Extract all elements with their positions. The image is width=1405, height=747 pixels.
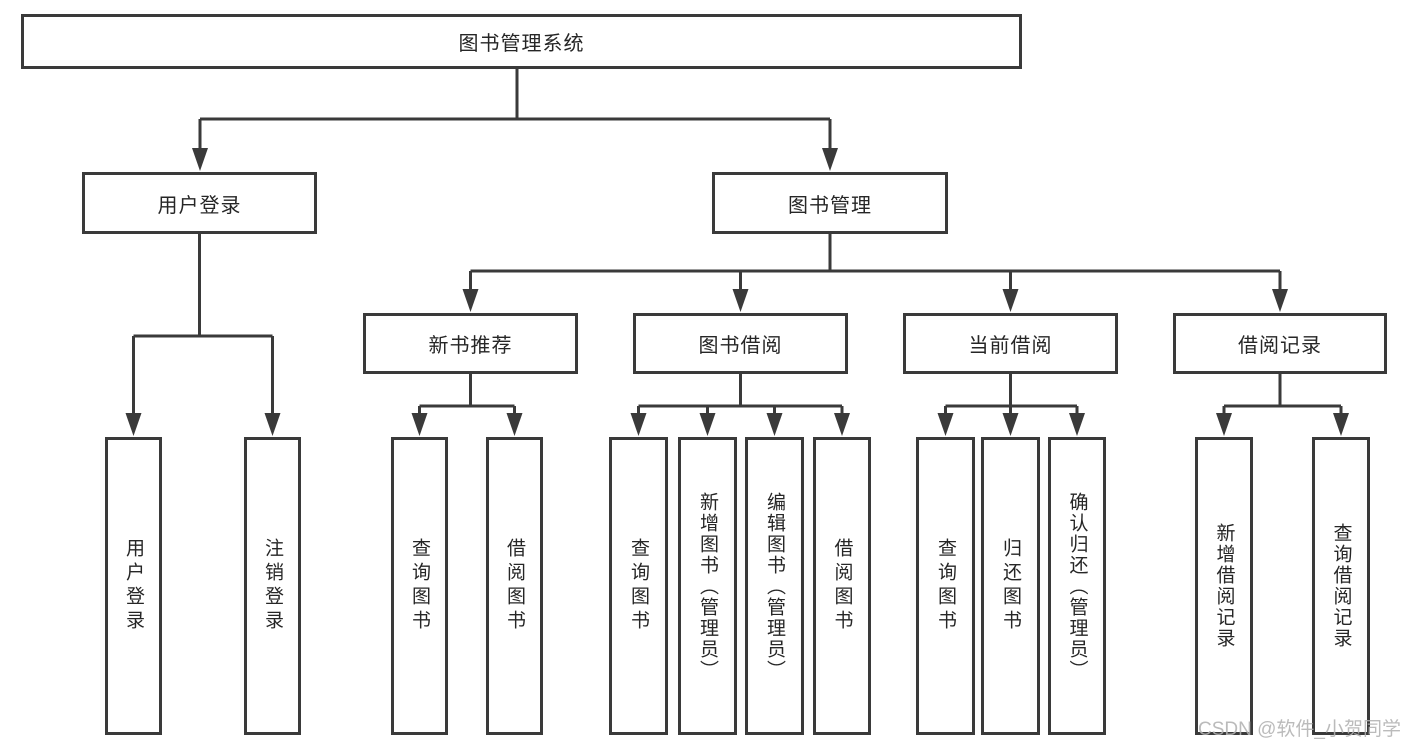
edge-current-borrow-branch	[944, 374, 1079, 414]
node-user-login: 用户登录	[82, 172, 317, 234]
node-borrow-records: 借阅记录	[1173, 313, 1387, 374]
leaf-add-book-admin: 新增图书（管理员）	[678, 437, 737, 735]
leaf-borrow-book-recommend: 借阅图书	[486, 437, 543, 735]
leaf-query-borrow-record: 查询借阅记录	[1312, 437, 1370, 735]
edge-book-mgmt-branch	[469, 234, 1282, 290]
leaf-user-login: 用户登录	[105, 437, 162, 735]
node-current-borrow: 当前借阅	[903, 313, 1118, 374]
leaf-query-book-borrow: 查询图书	[609, 437, 668, 735]
leaf-return-book: 归还图书	[981, 437, 1040, 735]
node-book-borrow: 图书借阅	[633, 313, 848, 374]
leaf-query-book-recommend: 查询图书	[391, 437, 448, 735]
edge-borrow-records-branch	[1222, 374, 1343, 414]
edge-book-borrow-branch	[637, 374, 844, 414]
leaf-confirm-return-admin: 确认归还（管理员）	[1048, 437, 1106, 735]
leaf-logout-login: 注销登录	[244, 437, 301, 735]
node-book-management: 图书管理	[712, 172, 948, 234]
node-new-book-recommend: 新书推荐	[363, 313, 578, 374]
leaf-query-book-current: 查询图书	[916, 437, 975, 735]
edge-root-trunk	[198, 68, 832, 150]
arrowheads	[125, 148, 1349, 436]
leaf-borrow-book: 借阅图书	[813, 437, 871, 735]
edge-new-book-branch	[418, 374, 516, 414]
leaf-edit-book-admin: 编辑图书（管理员）	[745, 437, 804, 735]
leaf-add-borrow-record: 新增借阅记录	[1195, 437, 1253, 735]
csdn-watermark: CSDN @软件_小贺同学	[1198, 719, 1401, 740]
edge-user-login-branch	[132, 234, 274, 414]
node-root: 图书管理系统	[21, 14, 1022, 69]
